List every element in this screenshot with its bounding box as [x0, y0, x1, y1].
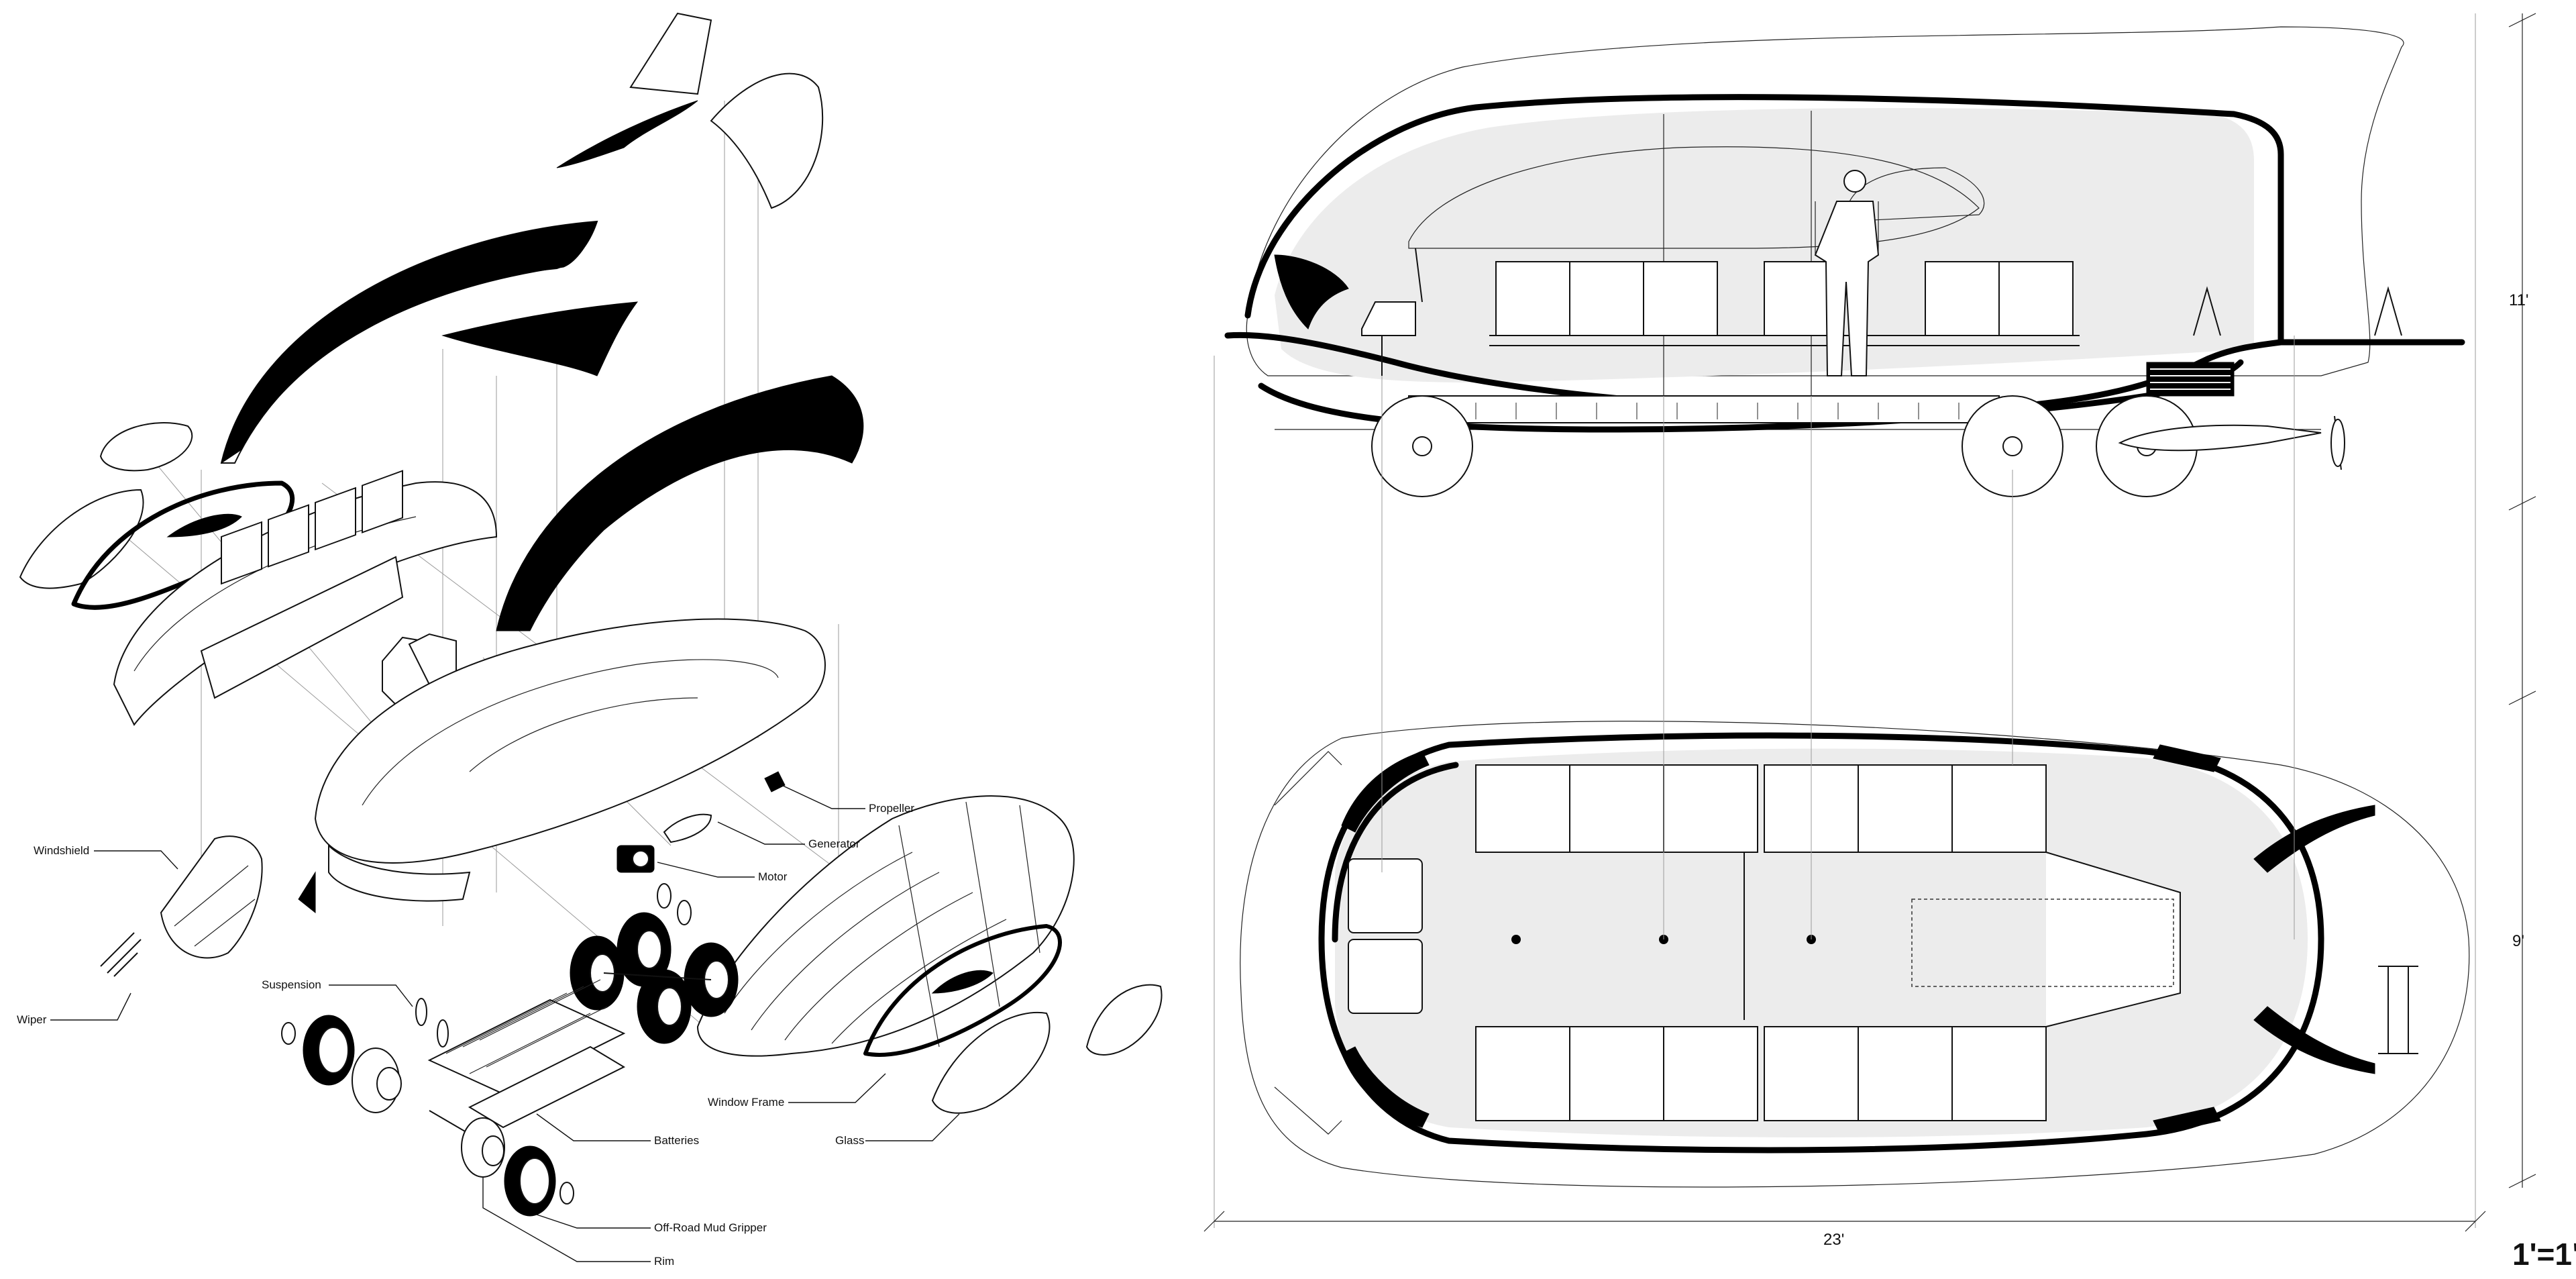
label-glass: Glass [835, 1134, 864, 1147]
side-elevation [1224, 26, 2465, 497]
bench-seats [221, 470, 403, 585]
upper-glass [19, 422, 295, 610]
label-mud-gripper: Off-Road Mud Gripper [654, 1221, 767, 1234]
label-rim: Rim [654, 1255, 674, 1268]
label-wiper: Wiper [17, 1013, 47, 1026]
label-motor: Motor [758, 870, 788, 883]
front-body-shell [696, 795, 1075, 1057]
callout-rim: Rim [482, 1178, 674, 1268]
side-seats [1361, 248, 2080, 376]
plan-view [1240, 721, 2470, 1188]
drive-components [616, 771, 786, 925]
exploded-axonometric: Windshield Wiper Suspension Propeller Ge… [17, 12, 1163, 1268]
callout-wiper: Wiper [17, 992, 131, 1026]
rear-spoiler [556, 12, 824, 209]
windshield-part [100, 835, 263, 977]
callout-glass: Glass [835, 1113, 960, 1147]
dimensions: 11' 9' 23' 1'=1" [1203, 13, 2576, 1272]
rear-arch [496, 375, 864, 631]
front-glass [931, 984, 1163, 1114]
callout-windshield: Windshield [34, 844, 178, 870]
seat-shell [113, 470, 498, 726]
callout-mud-gripper: Off-Road Mud Gripper [536, 1214, 767, 1234]
label-suspension: Suspension [262, 978, 321, 991]
callouts: Windshield Wiper Suspension Propeller Ge… [17, 784, 960, 1268]
roof-arch [220, 220, 639, 464]
main-hull [298, 618, 826, 914]
rims-and-grippers [281, 998, 574, 1217]
label-generator: Generator [808, 837, 860, 850]
label-window-frame: Window Frame [708, 1096, 784, 1109]
callout-motor: Motor [657, 862, 788, 883]
callout-batteries: Batteries [536, 1113, 699, 1147]
plan-bottom-bench [1475, 1026, 2047, 1121]
human-figure [1814, 170, 1880, 376]
scale-note: 1'=1" [2512, 1237, 2576, 1272]
label-propeller: Propeller [869, 802, 914, 815]
label-windshield: Windshield [34, 844, 89, 857]
dimension-height: 11' [2509, 291, 2529, 309]
plan-front-seats [1348, 858, 1423, 1014]
callout-window-frame: Window Frame [708, 1073, 886, 1109]
dimension-length: 23' [1823, 1231, 1844, 1249]
callout-generator: Generator [717, 821, 860, 850]
batteries [427, 979, 626, 1129]
callout-propeller: Propeller [781, 784, 914, 815]
dimension-width: 9' [2512, 932, 2524, 950]
label-batteries: Batteries [654, 1134, 699, 1147]
wheel-assembly [570, 912, 739, 1044]
callout-suspension: Suspension [262, 978, 413, 1007]
vent-grille [2146, 362, 2235, 397]
